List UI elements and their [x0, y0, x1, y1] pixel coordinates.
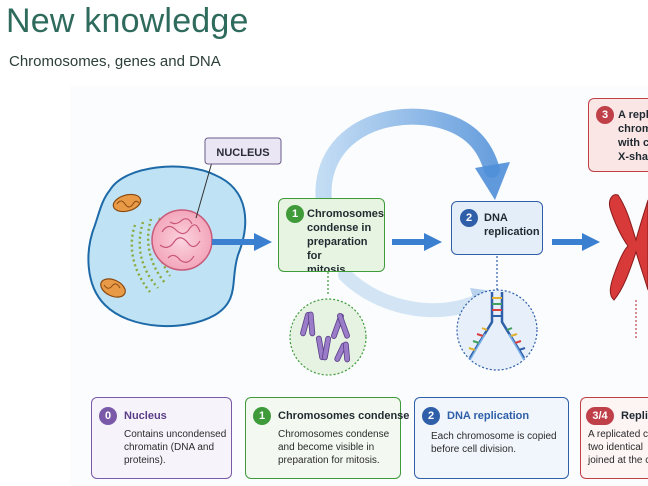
- x-chromosome-icon: [609, 194, 648, 340]
- nucleus-label-box: [204, 137, 282, 165]
- card-chromosomes-condense: 1 Chromosomes condense Chromosomes conde…: [245, 397, 409, 479]
- step-1-box: 1 Chromosomes condense in preparation fo…: [278, 198, 385, 272]
- card-nucleus-text: Contains uncondensed chromatin (DNA and …: [124, 429, 227, 466]
- nucleus-icon: [151, 209, 213, 271]
- dna-replication-fork-icon: [456, 289, 538, 371]
- card-replicated-chromosome: 3/4 Repli A replicated c two identical j…: [580, 397, 648, 479]
- page-title: New knowledge: [6, 2, 249, 40]
- card-nucleus-title: Nucleus: [124, 410, 167, 422]
- mitochondrion-icon: [100, 278, 126, 298]
- mitochondrion-icon: [112, 193, 142, 213]
- card-replicated-text: A replicated c two identical joined at t…: [588, 429, 648, 466]
- card-dna-badge: 2: [422, 407, 440, 425]
- arrow-step1-to-step2: [392, 233, 442, 251]
- card-nucleus: 0 Nucleus Contains uncondensed chromatin…: [91, 397, 232, 479]
- card-nucleus-badge: 0: [99, 407, 117, 425]
- arrow-cell-to-step1: [212, 233, 272, 251]
- step-1-label: Chromosomes condense in preparation for …: [307, 208, 385, 272]
- step-3-label: A repl chrom with c X-sha: [618, 109, 648, 163]
- step-3-number: 3: [596, 106, 614, 124]
- page-subtitle: Chromosomes, genes and DNA: [9, 53, 221, 70]
- step-1-number: 1: [286, 205, 304, 223]
- step-3-box: 3 A repl chrom with c X-sha: [588, 98, 648, 172]
- cell-illustration: [87, 161, 247, 328]
- step-2-label: DNA replication: [484, 212, 540, 238]
- card-chromosomes-text: Chromosomes condense and become visible …: [278, 429, 390, 466]
- card-dna-title: DNA replication: [447, 410, 530, 422]
- arrow-step2-to-step3: [552, 233, 600, 251]
- step-2-box: 2 DNA replication: [451, 201, 543, 255]
- card-chromosomes-title: Chromosomes condense: [278, 410, 410, 422]
- endoplasmic-reticulum-icon: [130, 217, 171, 293]
- step-2-number: 2: [460, 209, 478, 227]
- card-replicated-title: Repli: [621, 410, 648, 422]
- card-dna-replication: 2 DNA replication Each chromosome is cop…: [414, 397, 569, 479]
- card-dna-text: Each chromosome is copied before cell di…: [431, 431, 557, 455]
- card-replicated-badge: 3/4: [586, 407, 614, 425]
- card-chromosomes-badge: 1: [253, 407, 271, 425]
- nucleus-label: NUCLEUS: [216, 147, 269, 159]
- condensed-chromosomes-icon: [289, 298, 367, 376]
